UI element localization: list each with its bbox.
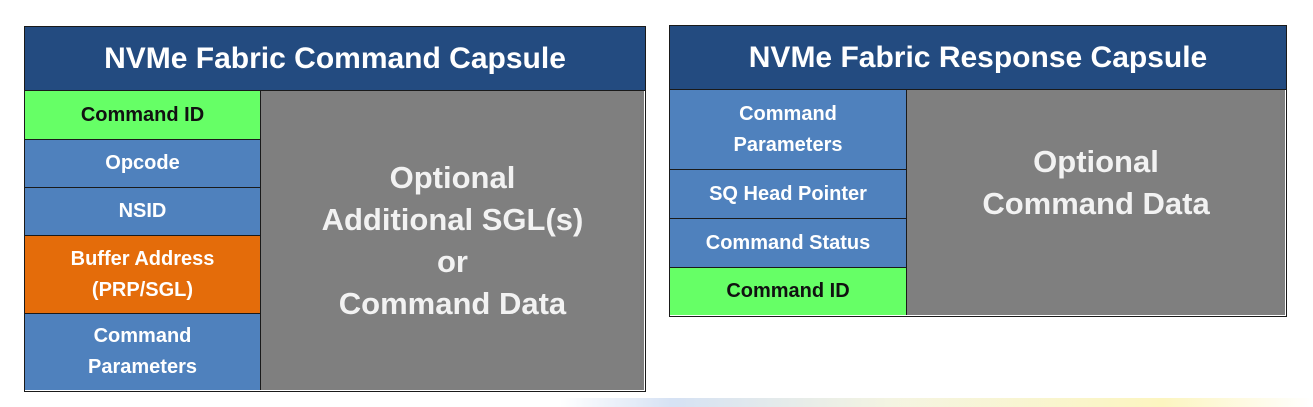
response-field-command-id: Command ID bbox=[670, 268, 907, 315]
response-field-command-parameters: Command Parameters bbox=[670, 90, 907, 170]
response-capsule-title: NVMe Fabric Response Capsule bbox=[670, 26, 1286, 90]
response-data-area: Optional Command Data bbox=[907, 90, 1285, 315]
command-field-buffer-address: Buffer Address (PRP/SGL) bbox=[25, 236, 261, 314]
command-field-opcode: Opcode bbox=[25, 140, 261, 188]
decorative-gradient-strip bbox=[560, 398, 1313, 407]
command-capsule-title: NVMe Fabric Command Capsule bbox=[25, 27, 645, 91]
response-capsule: NVMe Fabric Response Capsule Command Par… bbox=[669, 25, 1287, 317]
command-capsule: NVMe Fabric Command Capsule Command ID O… bbox=[24, 26, 646, 392]
command-data-area: Optional Additional SGL(s) or Command Da… bbox=[261, 91, 644, 390]
command-field-nsid: NSID bbox=[25, 188, 261, 236]
command-field-command-parameters: Command Parameters bbox=[25, 314, 261, 390]
response-field-command-status: Command Status bbox=[670, 219, 907, 268]
response-field-sq-head-pointer: SQ Head Pointer bbox=[670, 170, 907, 219]
command-field-command-id: Command ID bbox=[25, 91, 261, 140]
